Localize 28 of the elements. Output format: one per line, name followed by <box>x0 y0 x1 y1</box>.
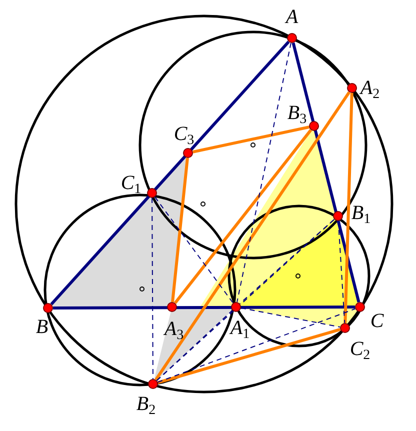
point-label: C$_{2}$ <box>350 339 370 359</box>
dashed-line <box>157 308 356 383</box>
point-label: C$_{3}$ <box>174 124 194 144</box>
line-segment <box>292 42 360 303</box>
line-segment <box>344 92 354 324</box>
dashed-line <box>236 42 292 303</box>
line-segment <box>171 158 189 302</box>
line-segment <box>50 40 290 306</box>
point-label: A <box>286 7 298 27</box>
line-segment <box>157 328 341 384</box>
line-segment <box>154 91 350 381</box>
dashed-line <box>152 198 154 380</box>
point-label: C$_{1}$ <box>120 173 142 193</box>
point-label: B <box>36 317 48 337</box>
point-label: C <box>370 311 384 331</box>
point-label: B$_{1}$ <box>351 203 371 223</box>
dashed-line <box>156 218 335 382</box>
dashed-line <box>156 310 233 382</box>
point-label: B$_{3}$ <box>287 103 307 123</box>
point-label: A$_{2}$ <box>360 78 380 98</box>
dashed-line <box>154 196 234 304</box>
line-segment <box>53 306 355 310</box>
point-label: B$_{2}$ <box>136 394 156 414</box>
point-label: A$_{1}$ <box>230 318 250 338</box>
line-segment <box>174 129 312 304</box>
line-segment <box>192 126 310 154</box>
dashed-line <box>240 307 341 328</box>
point-label: A$_{3}$ <box>164 319 184 339</box>
